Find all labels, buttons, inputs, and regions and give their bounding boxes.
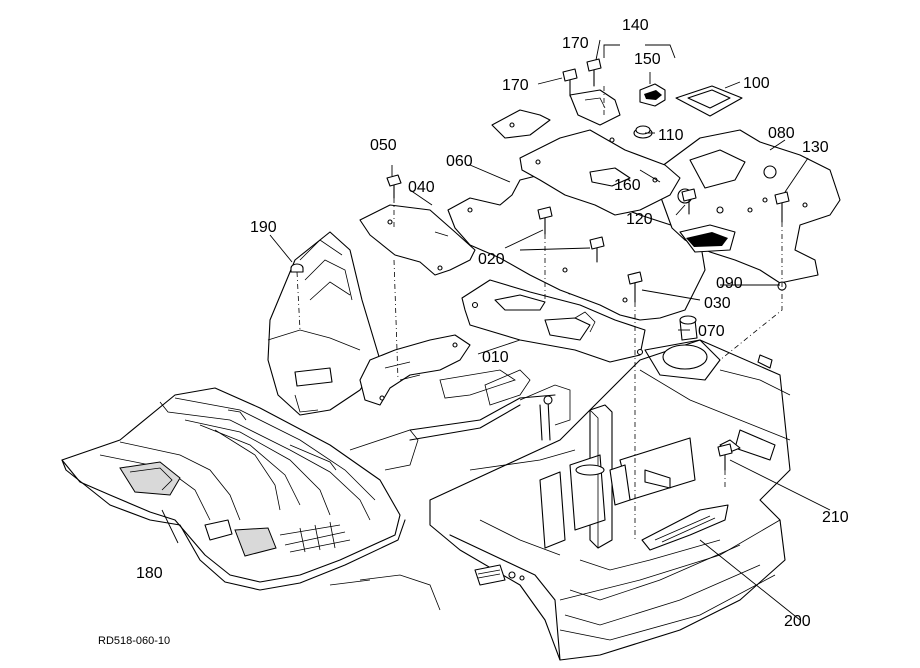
label-120: 120 (626, 211, 653, 228)
label-100: 100 (743, 75, 770, 92)
cap-190 (290, 263, 304, 273)
label-130: 130 (802, 139, 829, 156)
bolt-130 (774, 191, 790, 223)
label-140: 140 (622, 17, 649, 34)
step-200 (641, 504, 729, 551)
bolts (386, 58, 790, 471)
label-170-left: 170 (502, 77, 529, 94)
bolt-170a (562, 68, 578, 97)
frame-100 (675, 85, 743, 117)
plate-160 (519, 129, 681, 216)
grommet-110 (633, 125, 653, 139)
bracket (359, 334, 471, 406)
reference-code: RD518-060-10 (98, 635, 170, 647)
plate-010 (461, 279, 646, 363)
label-030: 030 (704, 295, 731, 312)
plate-040 (359, 204, 476, 276)
label-190: 190 (250, 219, 277, 236)
bolt-210 (717, 443, 733, 471)
label-060: 060 (446, 153, 473, 170)
label-110: 110 (658, 127, 684, 144)
cushion-070 (679, 315, 698, 341)
label-160: 160 (614, 177, 641, 194)
label-090: 090 (716, 275, 743, 292)
bolt-020b (589, 236, 605, 263)
assembly-lines (296, 86, 783, 540)
label-210: 210 (822, 509, 849, 526)
label-150: 150 (634, 51, 661, 68)
label-010: 010 (482, 349, 509, 366)
label-180: 180 (136, 565, 163, 582)
plate-060 (447, 174, 706, 321)
control-stand (329, 369, 696, 611)
callout-labels: 010 020 030 040 050 060 070 080 090 100 … (98, 17, 849, 647)
label-050: 050 (370, 137, 397, 154)
bolt-020a (537, 206, 553, 235)
clip-150 (639, 83, 666, 107)
label-170-top: 170 (562, 35, 589, 52)
label-200: 200 (784, 613, 811, 630)
label-080: 080 (768, 125, 795, 142)
bolt-170b (586, 58, 602, 87)
bolt-030 (627, 271, 643, 303)
label-040: 040 (408, 179, 435, 196)
label-020: 020 (478, 251, 505, 268)
bolt-120 (681, 188, 697, 215)
leader-lines (161, 39, 831, 621)
floor-mat (61, 387, 406, 591)
small-bracket (491, 89, 621, 139)
bolt-050 (386, 174, 402, 199)
label-070: 070 (698, 323, 725, 340)
